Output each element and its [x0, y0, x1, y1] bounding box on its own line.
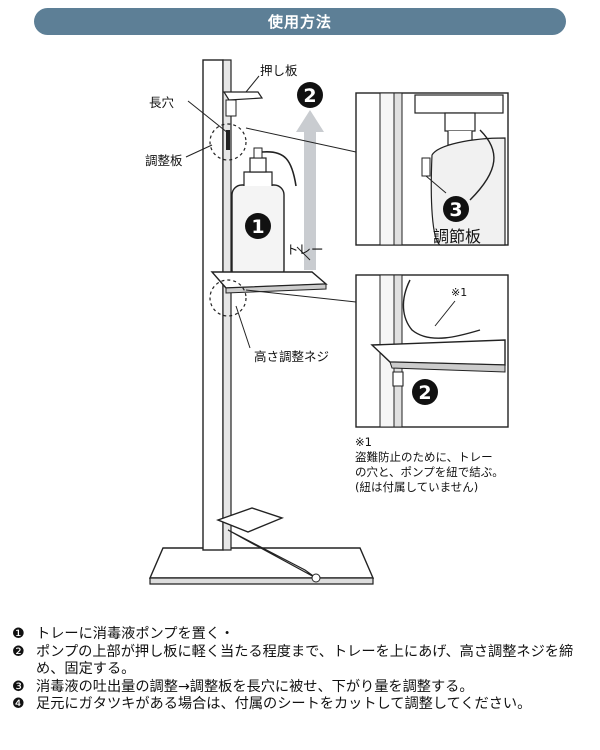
label-tray: トレー	[286, 242, 324, 257]
label-adjust-plate: 調整板	[145, 153, 183, 168]
marker-2-zoom-circle	[412, 379, 438, 405]
adjust-plate-callout-circle	[209, 123, 247, 161]
zoom-box-adjust-plate	[355, 92, 509, 246]
marker-2-zoom: 2	[418, 382, 431, 404]
section-header: 使用方法	[34, 8, 566, 35]
label-note-mark: ※1	[451, 286, 468, 299]
label-long-hole: 長穴	[149, 95, 175, 110]
step-2-text: ポンプの上部が押し板に軽く当たる程度まで、トレーを上にあげ、高さ調整ネジを締め、…	[36, 643, 574, 678]
up-arrow	[296, 110, 324, 270]
step-4: ❹ 足元にガタツキがある場合は、付属のシートをカットして調整してください。	[12, 696, 592, 714]
stand-base	[148, 547, 375, 585]
step-4-number: ❹	[12, 696, 25, 712]
step-2-number: ❷	[12, 643, 25, 660]
note-line-3: (紐は付属していません)	[355, 480, 479, 494]
marker-1: 1	[251, 216, 264, 238]
tray	[210, 271, 328, 294]
step-4-text: 足元にガタツキがある場合は、付属のシートをカットして調整してください。	[36, 696, 532, 712]
label-push-plate: 押し板	[260, 63, 298, 78]
height-screw-callout-circle	[209, 279, 247, 317]
marker-3-circle	[443, 196, 469, 222]
push-plate	[222, 91, 264, 117]
long-hole-slot	[226, 130, 230, 150]
step-1: ❶ トレーに消毒液ポンプを置く・	[12, 626, 592, 644]
note-mark: ※1	[355, 435, 372, 449]
marker-1-circle	[245, 213, 271, 239]
note-line-2: の穴と、ポンプを紐で結ぶ。	[355, 465, 504, 479]
zoom-box-height-screw	[355, 274, 509, 428]
stand-pole	[202, 59, 232, 551]
marker-2-circle	[297, 82, 323, 108]
step-3-text: 消毒液の吐出量の調整→調整板を長穴に被せ、下がり量を調整する。	[36, 678, 474, 695]
usage-diagram: 1 2 3 2	[148, 59, 509, 585]
step-3-number: ❸	[12, 678, 25, 695]
step-3: ❸ 消毒液の吐出量の調整→調整板を長穴に被せ、下がり量を調整する。	[12, 679, 592, 697]
label-adjust-plate-zoom: 調節板	[433, 227, 482, 246]
step-2: ❷ ポンプの上部が押し板に軽く当たる程度まで、トレーを上にあげ、高さ調整ネジを締…	[12, 644, 592, 679]
step-1-text: トレーに消毒液ポンプを置く・	[36, 626, 235, 642]
note-line-1: 盗難防止のために、トレー	[355, 450, 493, 464]
foot-pedal	[216, 507, 321, 583]
instruction-steps: ❶ トレーに消毒液ポンプを置く・ ❷ ポンプの上部が押し板に軽く当たる程度まで、…	[12, 626, 592, 714]
theft-prevention-note: ※1 盗難防止のために、トレー の穴と、ポンプを紐で結ぶ。 (紐は付属していませ…	[355, 435, 504, 495]
marker-3: 3	[449, 199, 462, 221]
marker-2: 2	[303, 85, 316, 107]
step-1-number: ❶	[12, 626, 25, 642]
section-title: 使用方法	[267, 13, 332, 31]
label-height-screw: 高さ調整ネジ	[254, 349, 330, 364]
sanitizer-bottle	[231, 147, 297, 281]
